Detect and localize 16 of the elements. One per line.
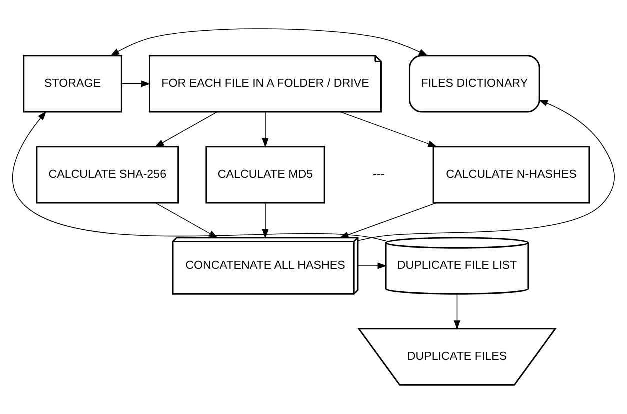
arrow: [262, 112, 269, 148]
arrow: [110, 28, 428, 56]
node-box: CALCULATE N-HASHES: [432, 146, 590, 204]
arrow: [358, 262, 388, 270]
node-box: CALCULATE SHA-256: [36, 146, 180, 204]
node-box: CALCULATE MD5: [206, 146, 326, 204]
node-box: FILES DICTIONARY: [409, 55, 540, 113]
arrow: [454, 294, 461, 330]
arrow: [358, 100, 615, 242]
arrow: [340, 112, 438, 148]
arrow: [12, 111, 386, 242]
label: ---: [373, 168, 385, 181]
arrow: [262, 202, 269, 239]
arrow: [121, 80, 151, 88]
arrow: [154, 112, 218, 148]
node-box: STORAGE: [23, 55, 122, 113]
